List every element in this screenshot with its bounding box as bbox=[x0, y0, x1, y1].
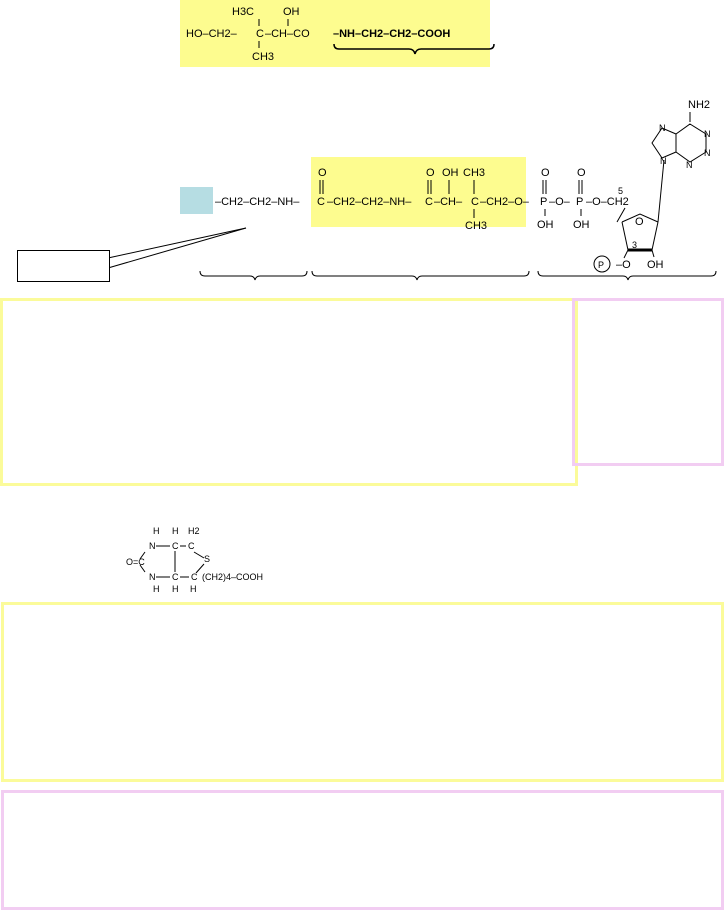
placeholder-box-yellow-2 bbox=[1, 602, 724, 782]
hydroxyl-label: OH bbox=[442, 167, 459, 179]
ch3-bottom-label: CH3 bbox=[465, 220, 487, 232]
biotin-carbonyl: O=C bbox=[126, 557, 145, 567]
placeholder-box-pink-2 bbox=[1, 790, 724, 910]
coenzyme-a-structure: –CH2–CH2–NH– O C –CH2–CH2–NH– O C OH –CH… bbox=[107, 99, 717, 281]
acyl-group-box bbox=[180, 187, 213, 214]
phosphate-oxygen: –O bbox=[616, 259, 631, 271]
cysteamine-label: –CH2–CH2–NH– bbox=[215, 196, 300, 208]
ch2o-label: –CH2–O– bbox=[480, 196, 530, 208]
adenine-n-ring: N bbox=[686, 160, 693, 170]
phosphate-oh-2: OH bbox=[573, 219, 590, 231]
hoch2-label: HO–CH2– bbox=[186, 28, 238, 40]
phosphorus-2: P bbox=[576, 196, 583, 208]
biotin-n-bottom: N bbox=[149, 572, 156, 582]
carbonyl-o-1: O bbox=[318, 167, 327, 179]
quat-c-label: C bbox=[256, 28, 264, 40]
carbonyl-o-2: O bbox=[426, 167, 435, 179]
oh-label: OH bbox=[283, 6, 300, 18]
biotin-h-top-2: H bbox=[172, 526, 179, 536]
ch-label: –CH– bbox=[434, 196, 463, 208]
pantothenic-acid-structure: H3C OH HO–CH2– C –CH–CO –NH–CH2–CH2–COOH… bbox=[186, 6, 495, 63]
biotin-side-chain: (CH2)4–COOH bbox=[202, 572, 263, 582]
bridge-oxygen: –O– bbox=[549, 196, 571, 208]
biotin-n-top: N bbox=[149, 541, 156, 551]
biotin-h-bottom-2: H bbox=[172, 584, 179, 594]
amino-group: NH2 bbox=[688, 99, 710, 111]
brace-adp bbox=[537, 270, 717, 281]
amide-c-2: C bbox=[425, 196, 433, 208]
ch3-top-label: CH3 bbox=[463, 167, 485, 179]
biotin-h-bottom-1: H bbox=[153, 584, 160, 594]
quaternary-c: C bbox=[471, 196, 479, 208]
beta-alanine-label: –NH–CH2–CH2–COOH bbox=[333, 28, 450, 40]
biotin-sulfur: S bbox=[204, 554, 210, 564]
biotin-structure: H H H2 N C C O=C S N C C H H H (CH2)4–CO… bbox=[126, 526, 263, 594]
adenine-n9: N bbox=[660, 156, 667, 166]
phosphate-oh-1: OH bbox=[537, 219, 554, 231]
ch3-label: CH3 bbox=[252, 51, 274, 63]
brace-cysteamine bbox=[199, 270, 308, 281]
ring-oxygen: O bbox=[635, 216, 644, 228]
pantothenic-acid-highlight bbox=[180, 0, 490, 67]
pantothenate-unit-highlight bbox=[311, 157, 526, 227]
beta-alanine-chain: –CH2–CH2–NH– bbox=[327, 196, 412, 208]
phosphate-o-1: O bbox=[541, 167, 550, 179]
adenine-n1: N bbox=[704, 129, 711, 139]
biotin-c-ch2: C bbox=[188, 541, 195, 551]
o-ch2-label: –O–CH2 bbox=[586, 196, 629, 208]
sugar-hydroxyl: OH bbox=[647, 259, 664, 271]
phosphate-circle-label: P bbox=[598, 260, 604, 270]
phosphate-o-2: O bbox=[577, 167, 586, 179]
phosphorus-1: P bbox=[540, 196, 547, 208]
biotin-h-top-1: H bbox=[153, 526, 160, 536]
brace-pantothenate bbox=[311, 270, 530, 281]
h3c-label: H3C bbox=[232, 6, 254, 18]
position-3: 3 bbox=[632, 240, 637, 250]
adenine-n7: N bbox=[659, 123, 666, 133]
adenine-n3: N bbox=[704, 148, 711, 158]
biotin-c-top: C bbox=[172, 541, 179, 551]
amide-c-1: C bbox=[317, 196, 325, 208]
position-5: 5 bbox=[618, 186, 623, 196]
biotin-c-chain: C bbox=[191, 572, 198, 582]
biotin-c-bottom: C bbox=[172, 572, 179, 582]
callout-box bbox=[17, 250, 110, 282]
biotin-h2: H2 bbox=[188, 526, 200, 536]
placeholder-box-pink-1 bbox=[572, 298, 724, 466]
chco-label: –CH–CO bbox=[265, 28, 310, 40]
placeholder-box-yellow-1 bbox=[0, 298, 578, 486]
biotin-h-bottom-3: H bbox=[190, 584, 197, 594]
